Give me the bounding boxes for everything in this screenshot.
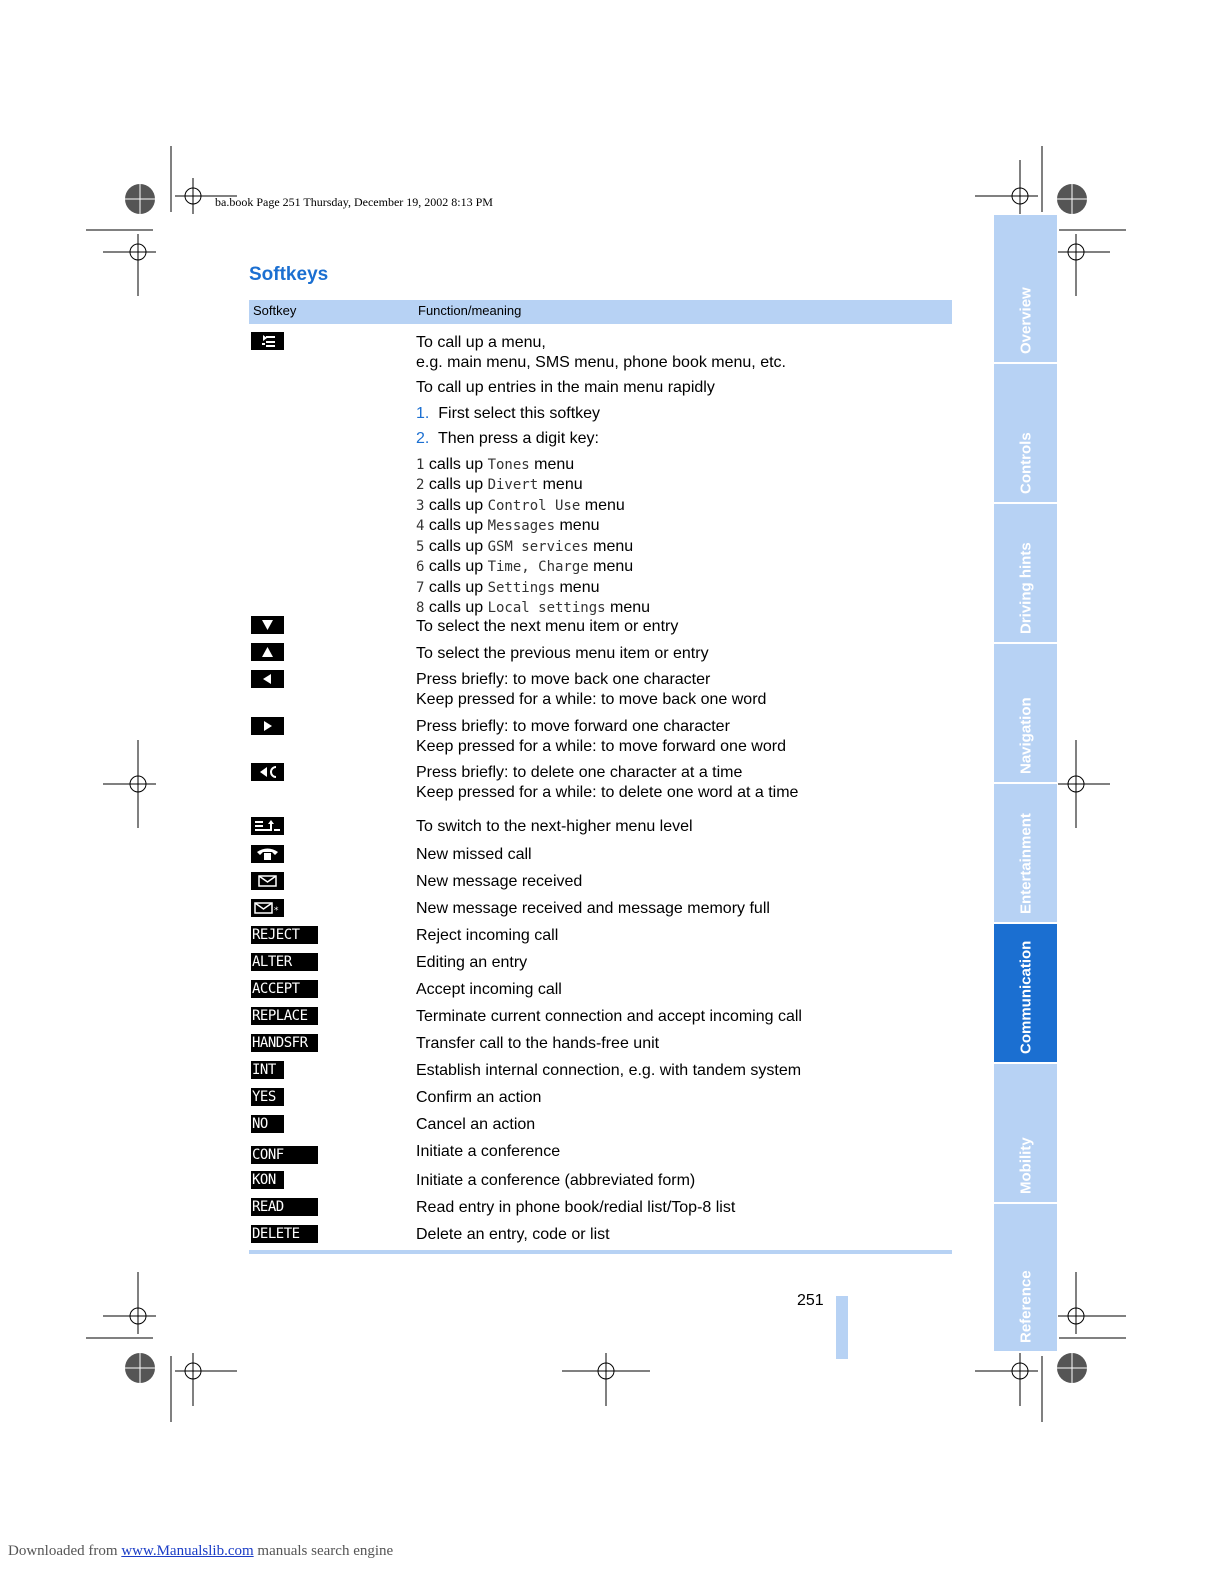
alter-softkey: ALTER <box>251 953 318 971</box>
menu-line-3: To call up entries in the main menu rapi… <box>416 379 715 396</box>
list-item: 3 calls up Control Use menu <box>416 496 625 514</box>
list-item: 6 calls up Time, Charge menu <box>416 558 634 575</box>
replace-softkey: REPLACE <box>251 1007 318 1025</box>
delete-char-description: Press briefly: to delete one character a… <box>416 763 798 802</box>
tab-label: Entertainment <box>1017 813 1034 914</box>
envelope-icon <box>251 872 284 890</box>
down-description: To select the next menu item or entry <box>416 618 679 635</box>
yes-description: Confirm an action <box>416 1089 542 1106</box>
tab-label: Communication <box>1017 940 1034 1054</box>
missed-description: New missed call <box>416 846 532 863</box>
accept-description: Accept incoming call <box>416 981 562 998</box>
tab-driving-hints[interactable]: Driving hints <box>994 504 1057 642</box>
tab-label: Navigation <box>1017 697 1034 774</box>
tab-communication[interactable]: Communication <box>994 924 1057 1062</box>
delete-description: Delete an entry, code or list <box>416 1226 610 1243</box>
handsfree-softkey: HANDSFR <box>251 1034 318 1052</box>
section-title: Softkeys <box>249 264 329 285</box>
list-item: 8 calls up Local settings menu <box>416 599 651 616</box>
right-line-2: Keep pressed for a while: to move forwar… <box>416 737 786 755</box>
triangle-down-icon <box>251 616 284 634</box>
read-description: Read entry in phone book/redial list/Top… <box>416 1199 736 1216</box>
step-text: Then press a digit key: <box>437 430 599 447</box>
yes-softkey: YES <box>251 1088 284 1106</box>
download-footer: Downloaded from www.Manualslib.com manua… <box>8 1543 393 1560</box>
delete-char-line-1: Press briefly: to delete one character a… <box>416 764 743 781</box>
step-number: 2. <box>416 430 430 447</box>
message-full-description: New message received and message memory … <box>416 900 770 917</box>
accept-softkey: ACCEPT <box>251 980 318 998</box>
list-item: 4 calls up Messages menu <box>416 517 600 534</box>
reject-softkey: REJECT <box>251 926 318 944</box>
list-item: 7 calls up Settings menu <box>416 578 600 596</box>
table-header: Softkey Function/meaning <box>249 300 952 324</box>
int-description: Establish internal connection, e.g. with… <box>416 1062 802 1079</box>
right-line-1: Press briefly: to move forward one chara… <box>416 718 730 735</box>
page-number: 251 <box>797 1292 824 1309</box>
page-number-bar <box>836 1296 848 1359</box>
tab-label: Overview <box>1017 287 1034 354</box>
footer-suffix: manuals search engine <box>253 1543 394 1559</box>
list-item: 1 calls up Tones menu <box>416 455 575 473</box>
tab-reference[interactable]: Reference <box>994 1204 1057 1351</box>
tab-label: Controls <box>1017 432 1034 494</box>
footer-prefix: Downloaded from <box>8 1543 122 1559</box>
alter-description: Editing an entry <box>416 954 528 971</box>
tab-navigation[interactable]: Navigation <box>994 644 1057 782</box>
tab-label: Driving hints <box>1017 542 1034 634</box>
digit-entry-list: 1 calls up Tones menu 2 calls up Divert … <box>416 455 786 619</box>
no-softkey: NO <box>251 1115 284 1133</box>
int-softkey: INT <box>251 1061 284 1079</box>
kon-description: Initiate a conference (abbreviated form) <box>416 1172 696 1189</box>
tab-controls[interactable]: Controls <box>994 364 1057 502</box>
list-item: 5 calls up GSM services menu <box>416 537 634 555</box>
tab-mobility[interactable]: Mobility <box>994 1064 1057 1202</box>
delete-softkey: DELETE <box>251 1225 318 1243</box>
step-number: 1. <box>416 404 430 422</box>
column-header-softkey: Softkey <box>253 303 297 318</box>
step-text: First select this softkey <box>438 404 601 422</box>
replace-description: Terminate current connection and accept … <box>416 1008 802 1025</box>
read-softkey: READ <box>251 1198 318 1216</box>
table-bottom-rule <box>249 1250 952 1254</box>
triangle-right-icon <box>251 717 284 735</box>
menu-line-1: To call up a menu, <box>416 334 546 351</box>
reject-description: Reject incoming call <box>416 927 559 944</box>
delete-char-line-2: Keep pressed for a while: to delete one … <box>416 783 799 801</box>
menu-description: To call up a menu, e.g. main menu, SMS m… <box>416 333 786 619</box>
menu-up-level-icon <box>251 817 284 835</box>
tab-overview[interactable]: Overview <box>994 215 1057 362</box>
envelope-star-icon: * <box>251 899 284 917</box>
delete-char-icon <box>251 763 284 781</box>
list-item: 2 calls up Divert menu <box>416 476 583 493</box>
tab-label: Mobility <box>1017 1137 1034 1194</box>
menu-step-1: 1. First select this softkey <box>416 404 786 424</box>
right-description: Press briefly: to move forward one chara… <box>416 717 786 756</box>
column-header-function: Function/meaning <box>418 303 522 318</box>
phone-handset-icon <box>251 845 284 863</box>
tab-label: Reference <box>1017 1270 1034 1343</box>
higher-description: To switch to the next-higher menu level <box>416 818 693 835</box>
handsfree-description: Transfer call to the hands-free unit <box>416 1035 660 1052</box>
left-line-1: Press briefly: to move back one characte… <box>416 671 711 688</box>
svg-text:*: * <box>274 906 279 916</box>
print-header: ba.book Page 251 Thursday, December 19, … <box>215 195 493 209</box>
message-description: New message received <box>416 873 583 890</box>
left-description: Press briefly: to move back one characte… <box>416 670 766 709</box>
menu-line-2: e.g. main menu, SMS menu, phone book men… <box>416 353 786 371</box>
manualslib-link[interactable]: www.Manualslib.com <box>121 1543 254 1559</box>
conf-description: Initiate a conference <box>416 1143 561 1160</box>
kon-softkey: KON <box>251 1171 284 1189</box>
conf-softkey: CONF <box>251 1146 318 1164</box>
no-description: Cancel an action <box>416 1116 536 1133</box>
left-line-2: Keep pressed for a while: to move back o… <box>416 690 767 708</box>
menu-step-2: 2. Then press a digit key: <box>416 429 786 449</box>
triangle-left-icon <box>251 670 284 688</box>
triangle-up-icon <box>251 643 284 661</box>
up-description: To select the previous menu item or entr… <box>416 645 709 662</box>
menu-list-icon <box>251 332 284 350</box>
tab-entertainment[interactable]: Entertainment <box>994 784 1057 922</box>
